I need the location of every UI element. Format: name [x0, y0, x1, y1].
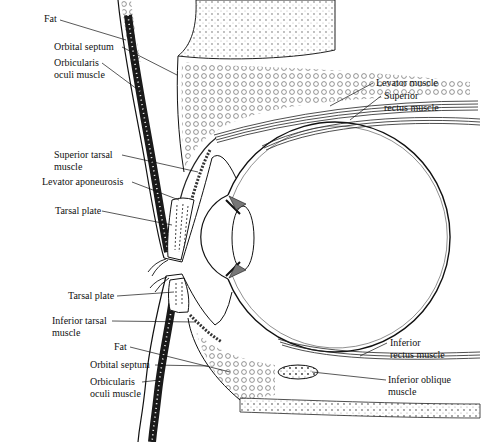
leader-line: [350, 96, 381, 120]
choroid: [232, 126, 447, 348]
orbital-roof-bone: [178, 0, 335, 59]
leader-lines: [60, 20, 387, 382]
orbicularis-oculi-muscle: [152, 292, 174, 442]
part-label: Orbital septum: [54, 41, 114, 53]
part-label: Superior tarsal muscle: [54, 149, 124, 173]
conjunctiva: [164, 156, 236, 263]
orbicularis-oculi-muscle: [128, 15, 168, 252]
eyelashes: [150, 277, 169, 292]
meibomian-glands: [175, 204, 188, 252]
sclera: [228, 122, 450, 352]
leader-line: [132, 182, 179, 200]
part-label: Inferior tarsal muscle: [52, 315, 120, 339]
orbital-septum: [177, 56, 184, 172]
conjunctiva: [166, 274, 232, 325]
leader-line: [330, 83, 373, 106]
part-label: Inferior oblique muscle: [388, 374, 454, 398]
inferior-tarsal-muscle: [190, 315, 222, 342]
leader-line: [155, 365, 208, 366]
part-label: Tarsal plate: [55, 205, 101, 217]
leader-line: [60, 20, 126, 40]
part-label: Fat: [44, 13, 57, 25]
leader-line: [102, 211, 172, 225]
part-label: Inferior rectus muscle: [390, 337, 446, 361]
part-label: Tarsal plate: [68, 290, 114, 302]
eyelashes: [148, 259, 168, 276]
leader-line: [102, 63, 141, 92]
part-label: Orbicularis oculi muscle: [54, 57, 114, 81]
ciliary-body: [229, 196, 246, 278]
cornea: [201, 195, 228, 279]
superior-rectus-muscle: [262, 117, 480, 150]
leader-line: [122, 47, 177, 75]
orbital-floor-bone: [240, 398, 480, 418]
leader-line: [117, 292, 174, 296]
meibomian-glands: [176, 282, 182, 307]
leader-line: [360, 343, 387, 356]
part-label: Fat: [114, 341, 127, 353]
leader-line: [312, 372, 386, 380]
inferior-rectus-muscle: [278, 339, 480, 359]
tarsal-plate: [168, 198, 194, 260]
lens: [232, 206, 254, 270]
iris: [226, 200, 240, 276]
leader-line: [142, 380, 160, 382]
part-label: Orbicularis oculi muscle: [90, 376, 150, 400]
leader-line: [112, 321, 196, 322]
skin: [118, 0, 164, 258]
orbicularis-oculi-muscle: [128, 15, 168, 252]
part-label: Levator aponeurosis: [42, 176, 123, 188]
orbital-septum: [188, 318, 240, 400]
tarsal-plate: [169, 278, 189, 313]
part-label: Orbital septum: [90, 359, 150, 371]
part-label: Superior rectus muscle: [384, 90, 442, 114]
orbicularis-oculi-muscle: [152, 292, 174, 442]
leader-line: [122, 155, 198, 172]
part-label: Levator muscle: [376, 77, 438, 89]
